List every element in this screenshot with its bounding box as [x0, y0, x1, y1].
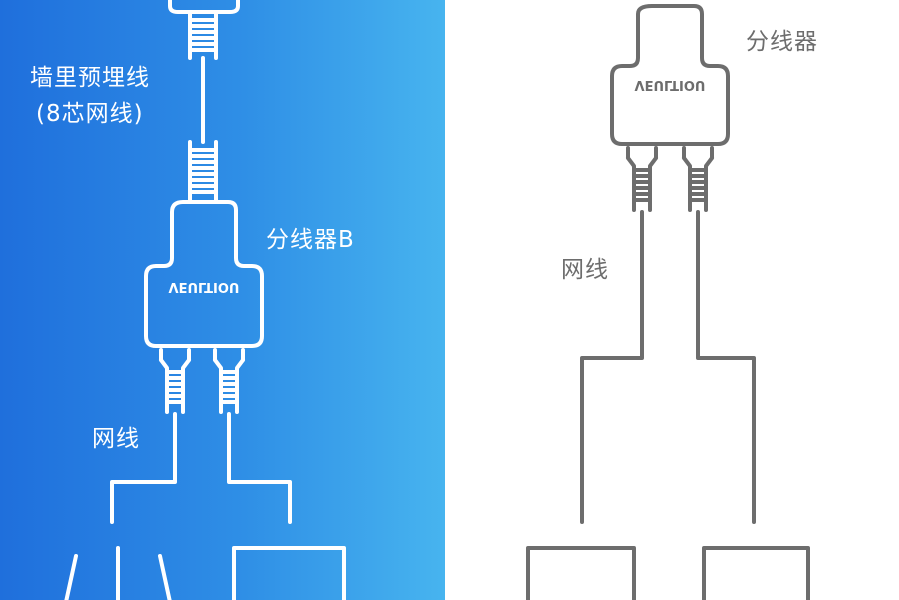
- splitter-right-port-icon: [682, 146, 714, 212]
- wall-cable-label: 墙里预埋线: [30, 65, 150, 91]
- left-device-icon: [526, 546, 636, 600]
- right-network-cable-label: 网线: [561, 257, 609, 283]
- right-device-icon: [702, 546, 810, 600]
- splitter-b-left-port-icon: [159, 348, 191, 414]
- left-diagram-panel: VEULTIOU 墙里预埋线 (8芯网线) 分线器B 网线: [0, 0, 445, 600]
- wall-cable-sublabel: (8芯网线): [36, 101, 144, 127]
- splitter-body-icon: [610, 4, 730, 146]
- right-diagram-svg: VEULTIOU: [526, 4, 810, 600]
- splitter-b-right-port-icon: [213, 348, 245, 414]
- splitter-b-body-icon: [144, 200, 264, 348]
- top-connector-icon: [168, 0, 240, 14]
- splitter-left-port-icon: [626, 146, 658, 212]
- right-left-network-cable: [580, 210, 644, 524]
- left-network-cable: [110, 412, 177, 524]
- left-network-cable-label: 网线: [92, 426, 140, 452]
- splitter-b-brand-text: VEULTIOU: [169, 279, 240, 294]
- left-diagram-svg: VEULTIOU: [64, 0, 346, 600]
- computer-monitor-icon: [232, 546, 346, 600]
- splitter-brand-text: VEULTIOU: [635, 77, 706, 92]
- router-antennas-icon: [64, 546, 172, 600]
- top-connector-boot-icon: [188, 12, 218, 60]
- right-right-network-cable: [696, 210, 756, 524]
- right-diagram-panel: VEULTIOU 分线器 网线: [445, 0, 899, 600]
- right-network-cable: [227, 412, 292, 524]
- splitter-b-label: 分线器B: [266, 227, 355, 253]
- splitter-label: 分线器: [746, 29, 818, 55]
- lower-connector-boot-icon: [188, 140, 218, 202]
